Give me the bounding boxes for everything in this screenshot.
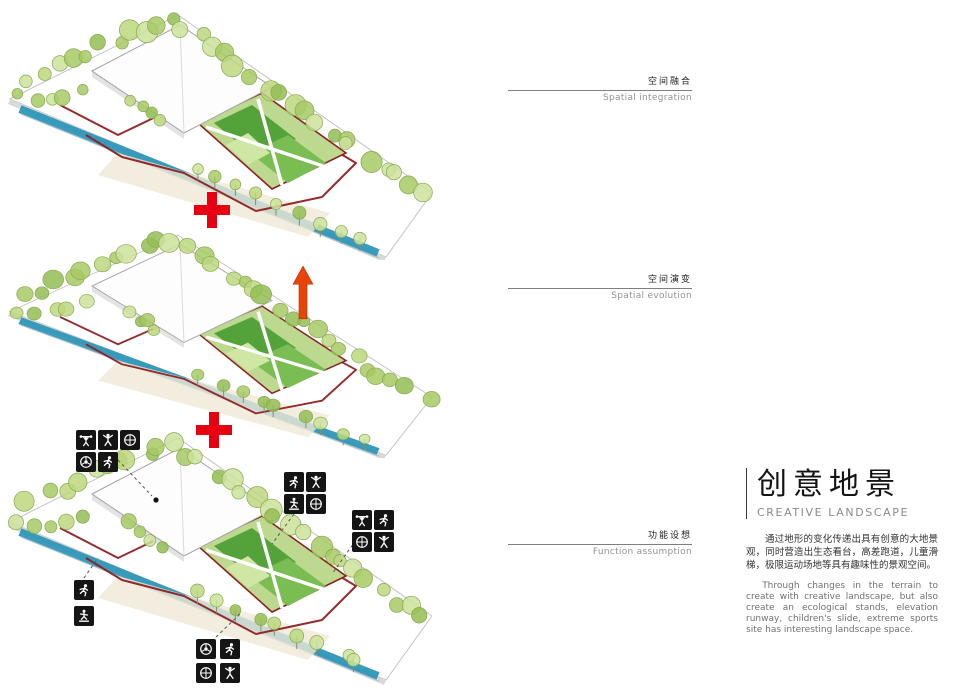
skateboarding-icon	[284, 494, 304, 514]
sport-icon-cluster-roof	[76, 430, 140, 472]
skateboarding-icon	[74, 606, 94, 626]
annotation-label-zh: 功能设想	[647, 531, 692, 541]
tree-band-mid	[122, 305, 160, 336]
elevation-arrow-icon	[292, 265, 314, 320]
annotation-rule	[508, 288, 692, 289]
annotation-label-zh: 空间演变	[647, 275, 692, 285]
sport-icon-cluster-runway	[74, 580, 94, 626]
soccer-icon	[76, 452, 96, 472]
running-icon	[374, 510, 394, 530]
tree-band-top	[16, 231, 441, 408]
running-icon	[98, 452, 118, 472]
tree-band-top	[19, 12, 433, 203]
gymnastics-icon	[306, 472, 326, 492]
sport-icon-cluster-field	[196, 639, 240, 683]
annotation-function-assumption: 功能设想 Function assumption	[508, 528, 692, 557]
running-icon	[74, 580, 94, 600]
tree-band-left	[11, 84, 89, 108]
tree-band-left	[9, 294, 95, 321]
annotation-label-en: Function assumption	[592, 547, 692, 557]
diagram-function-assumption	[8, 430, 433, 685]
annotation-spatial-integration: 空间融合 Spatial integration	[508, 74, 692, 103]
tree-band-left	[8, 509, 90, 534]
sport-icon-cluster-court	[284, 472, 326, 514]
running-icon	[284, 472, 304, 492]
annotation-label-en: Spatial evolution	[611, 291, 692, 301]
annotation-label-zh: 空间融合	[647, 77, 692, 87]
annotation-rule	[508, 90, 692, 91]
sport-icon-cluster-terrace	[352, 510, 394, 552]
gymnastics-icon	[98, 430, 118, 450]
weightlifting-icon	[352, 510, 372, 530]
title-head: 创意地景 CREATIVE LANDSCAPE	[746, 467, 938, 519]
tree-band-mid	[124, 94, 166, 127]
plus-icon	[194, 192, 230, 228]
tree-row-embankment	[190, 583, 361, 673]
weightlifting-icon	[76, 430, 96, 450]
gymnastics-icon	[220, 663, 240, 683]
callout-dot	[153, 497, 159, 503]
title-block: 创意地景 CREATIVE LANDSCAPE 通过地形的变化传递出具有创意的大…	[746, 467, 938, 636]
gymnastics-icon	[374, 532, 394, 552]
tree-row-embankment	[192, 163, 367, 251]
running-icon	[220, 639, 240, 659]
annotation-label-en: Spatial integration	[603, 93, 692, 103]
page-subtitle: CREATIVE LANDSCAPE	[757, 505, 910, 519]
basketball-icon	[306, 494, 326, 514]
page-title: 创意地景	[757, 467, 901, 502]
description-zh: 通过地形的变化传递出具有创意的大地景观，同时营造出生态看台，高差跑道，儿童滑梯，…	[746, 533, 938, 571]
annotation-spatial-evolution: 空间演变 Spatial evolution	[508, 272, 692, 301]
basketball-icon	[196, 663, 216, 683]
description-en: Through changes in the terrain to create…	[746, 580, 938, 635]
plus-icon	[196, 412, 232, 448]
diagram-spatial-evolution	[8, 231, 441, 458]
soccer-icon	[196, 639, 216, 659]
annotation-rule	[508, 544, 692, 545]
basketball-icon	[120, 430, 140, 450]
basketball-icon	[352, 532, 372, 552]
site-base	[8, 234, 433, 458]
tree-band-mid	[120, 513, 169, 554]
tree-row-embankment	[191, 368, 371, 450]
